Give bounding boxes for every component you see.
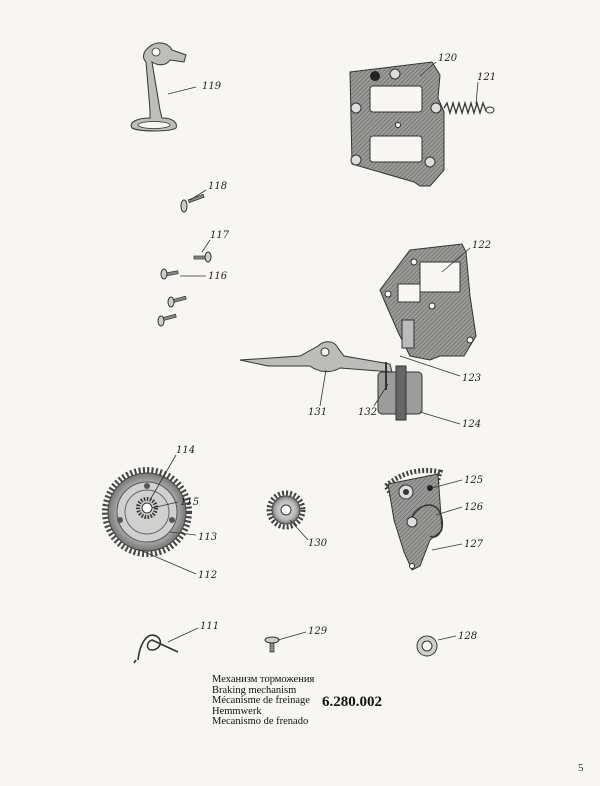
part-129-screw: [264, 636, 280, 653]
catalog-code: 6.280.002: [322, 694, 382, 710]
label-112: 112: [198, 570, 217, 581]
label-123: 123: [462, 373, 481, 384]
label-126: 126: [464, 502, 484, 513]
label-119: 119: [202, 81, 222, 92]
caption-french: Mécanisme de freinage: [212, 695, 310, 707]
caption-spanish: Mecanismo de frenado: [212, 716, 309, 728]
loose-screw: [157, 313, 177, 327]
leader-lines: [139, 61, 479, 643]
part-117-screw: [193, 251, 212, 263]
label-130: 130: [308, 538, 328, 549]
caption-english: Braking mechanism: [212, 684, 297, 696]
label-125: 125: [464, 475, 483, 486]
label-117: 117: [210, 230, 230, 241]
part-130-small-gear: [266, 490, 306, 530]
part-111-wire-spring: [133, 634, 179, 664]
part-121-spring: [443, 100, 495, 116]
part-128-washer: [416, 635, 438, 657]
part-118-screw: [180, 193, 205, 213]
label-120: 120: [438, 53, 458, 64]
label-127: 127: [464, 539, 484, 550]
part-120-upper-plate: [349, 61, 445, 187]
label-121: 121: [477, 72, 496, 83]
part-126-spring: [406, 504, 444, 538]
part-124-brake-block: [377, 365, 423, 421]
label-124: 124: [462, 419, 481, 430]
caption: Механизм торможения Braking mechanism Mé…: [212, 674, 342, 728]
label-116: 116: [208, 271, 228, 282]
part-116-screw: [160, 268, 179, 280]
part-number-labels: 119 120 121 118 117 116 122 123 124 131 …: [176, 53, 496, 642]
label-114: 114: [176, 445, 195, 456]
label-128: 128: [458, 631, 477, 642]
page-number: 5: [578, 762, 584, 774]
caption-german: Hemmwerk: [212, 705, 262, 717]
label-113: 113: [198, 532, 217, 543]
label-129: 129: [308, 626, 328, 637]
label-115: 115: [180, 497, 199, 508]
part-122-lower-plate: [379, 243, 477, 361]
part-119-lever: [130, 42, 187, 132]
label-111: 111: [200, 621, 219, 632]
loose-screw: [167, 295, 187, 308]
label-122: 122: [472, 240, 491, 251]
label-131: 131: [308, 407, 327, 418]
caption-russian: Механизм торможения: [212, 674, 315, 685]
label-118: 118: [208, 181, 227, 192]
part-131-brake-lever: [239, 341, 393, 373]
label-132: 132: [358, 407, 377, 418]
